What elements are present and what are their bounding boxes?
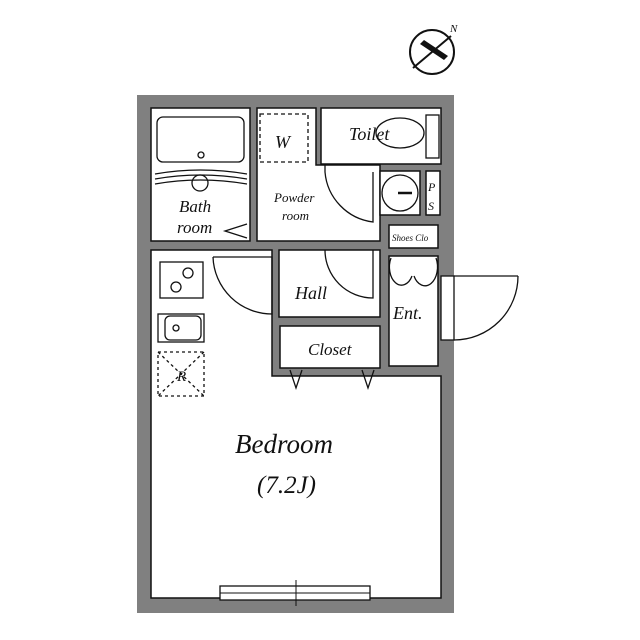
entrance-door xyxy=(453,275,519,341)
bedroom xyxy=(150,249,442,599)
bedroom-label: Bedroom xyxy=(235,429,333,459)
closet-label: Closet xyxy=(308,340,353,359)
powder-room xyxy=(256,107,381,242)
bath-door xyxy=(222,223,248,239)
closet-doors xyxy=(289,369,375,391)
toilet-label: Toilet xyxy=(349,124,390,144)
shoes-closet xyxy=(388,224,439,249)
compass-north-label: N xyxy=(449,23,458,35)
hall-door xyxy=(324,249,374,299)
washbasin-icon xyxy=(381,174,419,212)
window xyxy=(219,580,371,606)
shoes-closet-label: Shoes Clo xyxy=(392,233,429,243)
refrigerator-label: R xyxy=(176,369,186,385)
shoes-closet-doors xyxy=(388,257,439,287)
kitchen-sink-icon xyxy=(157,313,205,343)
hall xyxy=(278,249,381,318)
toilet-icon xyxy=(375,117,425,149)
ps-label-line2: S xyxy=(428,199,434,213)
powder-label-line1: Powder xyxy=(273,190,315,205)
bedroom-door xyxy=(212,256,273,315)
bath-label-line2: room xyxy=(177,218,212,237)
bedroom-size-label: (7.2J) xyxy=(257,472,316,499)
refrigerator-space xyxy=(157,351,205,397)
bathtub xyxy=(156,116,245,163)
bath-label-line1: Bath xyxy=(179,197,211,216)
hall-label: Hall xyxy=(294,283,327,303)
toilet-door xyxy=(324,165,374,223)
washer-space xyxy=(259,113,309,163)
toilet-room xyxy=(320,107,442,165)
entrance xyxy=(388,255,439,367)
stove-icon xyxy=(159,261,204,299)
washer-label: W xyxy=(275,132,292,152)
ps-label-line1: P xyxy=(427,180,436,194)
powder-label-line2: room xyxy=(282,208,309,223)
pipe-space xyxy=(425,170,441,216)
closet xyxy=(279,325,381,369)
compass-icon: N xyxy=(409,23,458,75)
entrance-label: Ent. xyxy=(392,303,423,323)
